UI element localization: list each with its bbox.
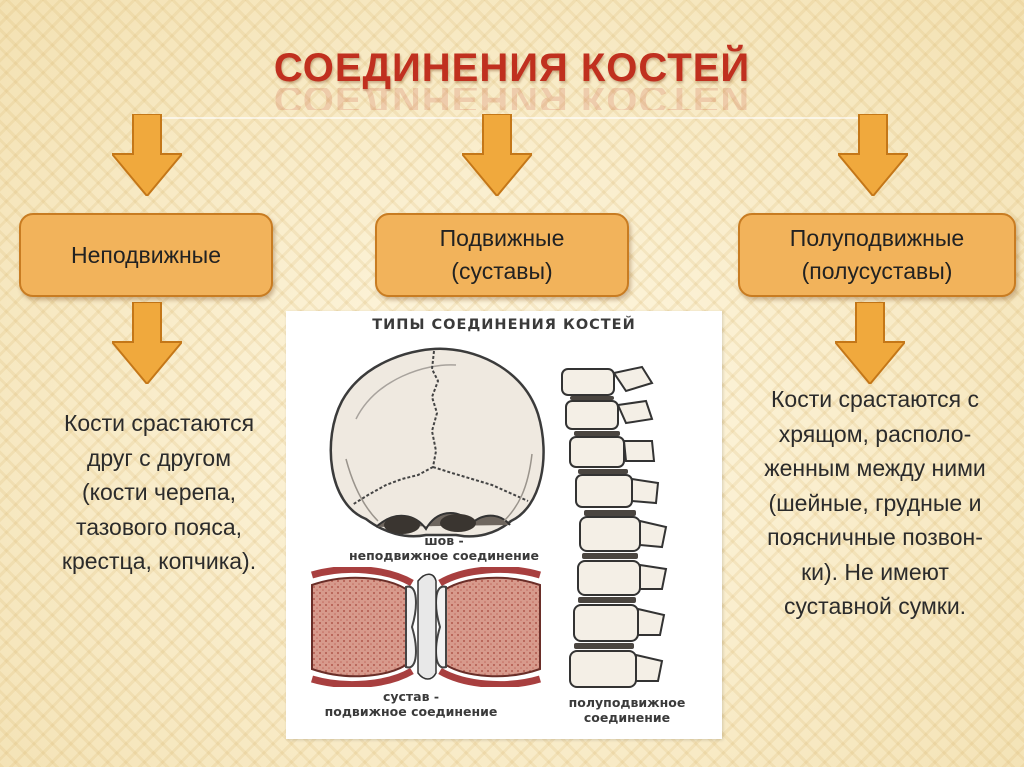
joint-label-line: подвижное соединение xyxy=(324,704,498,719)
category-sublabel: (суставы) xyxy=(451,258,553,284)
description-line: хрящом, располо- xyxy=(778,420,972,447)
description-line: Кости срастаются xyxy=(63,410,255,436)
arrow-down-icon xyxy=(112,114,182,196)
semimovable-label-line: полуподвижное xyxy=(568,695,686,710)
semimovable-label-line: соединение xyxy=(583,710,671,725)
semimovable-label: полуподвижное соединение xyxy=(532,695,722,725)
bone-joints-figure: ТИПЫ СОЕДИНЕНИЯ КОСТЕЙ шов - неподвижное… xyxy=(286,311,722,739)
arrow-down-icon xyxy=(462,114,532,196)
category-box-semimovable: Полуподвижные (полусуставы) xyxy=(738,213,1016,297)
description-line: (шейные, грудные и xyxy=(768,489,982,516)
category-label: Неподвижные xyxy=(70,241,222,268)
joint-label-line: сустав - xyxy=(382,689,440,704)
description-line: (кости черепа, xyxy=(81,479,237,505)
description-line: ки). Не имеют xyxy=(801,558,949,585)
slide-title: СОЕДИНЕНИЯ КОСТЕЙ xyxy=(273,46,751,90)
arrow-down-icon xyxy=(835,302,905,384)
spine-illustration xyxy=(561,365,668,688)
category-box-movable: Подвижные (суставы) xyxy=(375,213,629,297)
category-label: Подвижные xyxy=(439,225,565,251)
suture-label-line: шов - xyxy=(424,533,464,548)
description-line: Кости срастаются с xyxy=(771,386,979,412)
joint-illustration xyxy=(311,567,541,687)
category-box-immovable: Неподвижные xyxy=(19,213,273,297)
arrow-down-icon xyxy=(838,114,908,196)
suture-label: шов - неподвижное соединение xyxy=(312,533,576,563)
description-immovable: Кости срастаются друг с другом (кости че… xyxy=(20,406,298,579)
description-line: суставной сумки. xyxy=(783,593,967,619)
figure-heading: ТИПЫ СОЕДИНЕНИЯ КОСТЕЙ xyxy=(372,317,636,333)
skull-illustration xyxy=(329,347,545,538)
description-line: друг с другом xyxy=(86,444,232,471)
description-line: женным между ними xyxy=(764,455,986,481)
description-line: тазового пояса, xyxy=(75,513,243,540)
category-label: Полуподвижные xyxy=(789,225,965,251)
arrow-down-icon xyxy=(112,302,182,384)
description-line: крестца, копчика). xyxy=(61,548,257,574)
suture-label-line: неподвижное соединение xyxy=(349,548,539,563)
description-line: поясничные позвон- xyxy=(767,524,983,550)
description-semimovable: Кости срастаются с хрящом, располо- женн… xyxy=(728,382,1022,624)
joint-label: сустав - подвижное соединение xyxy=(286,689,536,719)
category-sublabel: (полусуставы) xyxy=(801,258,953,284)
